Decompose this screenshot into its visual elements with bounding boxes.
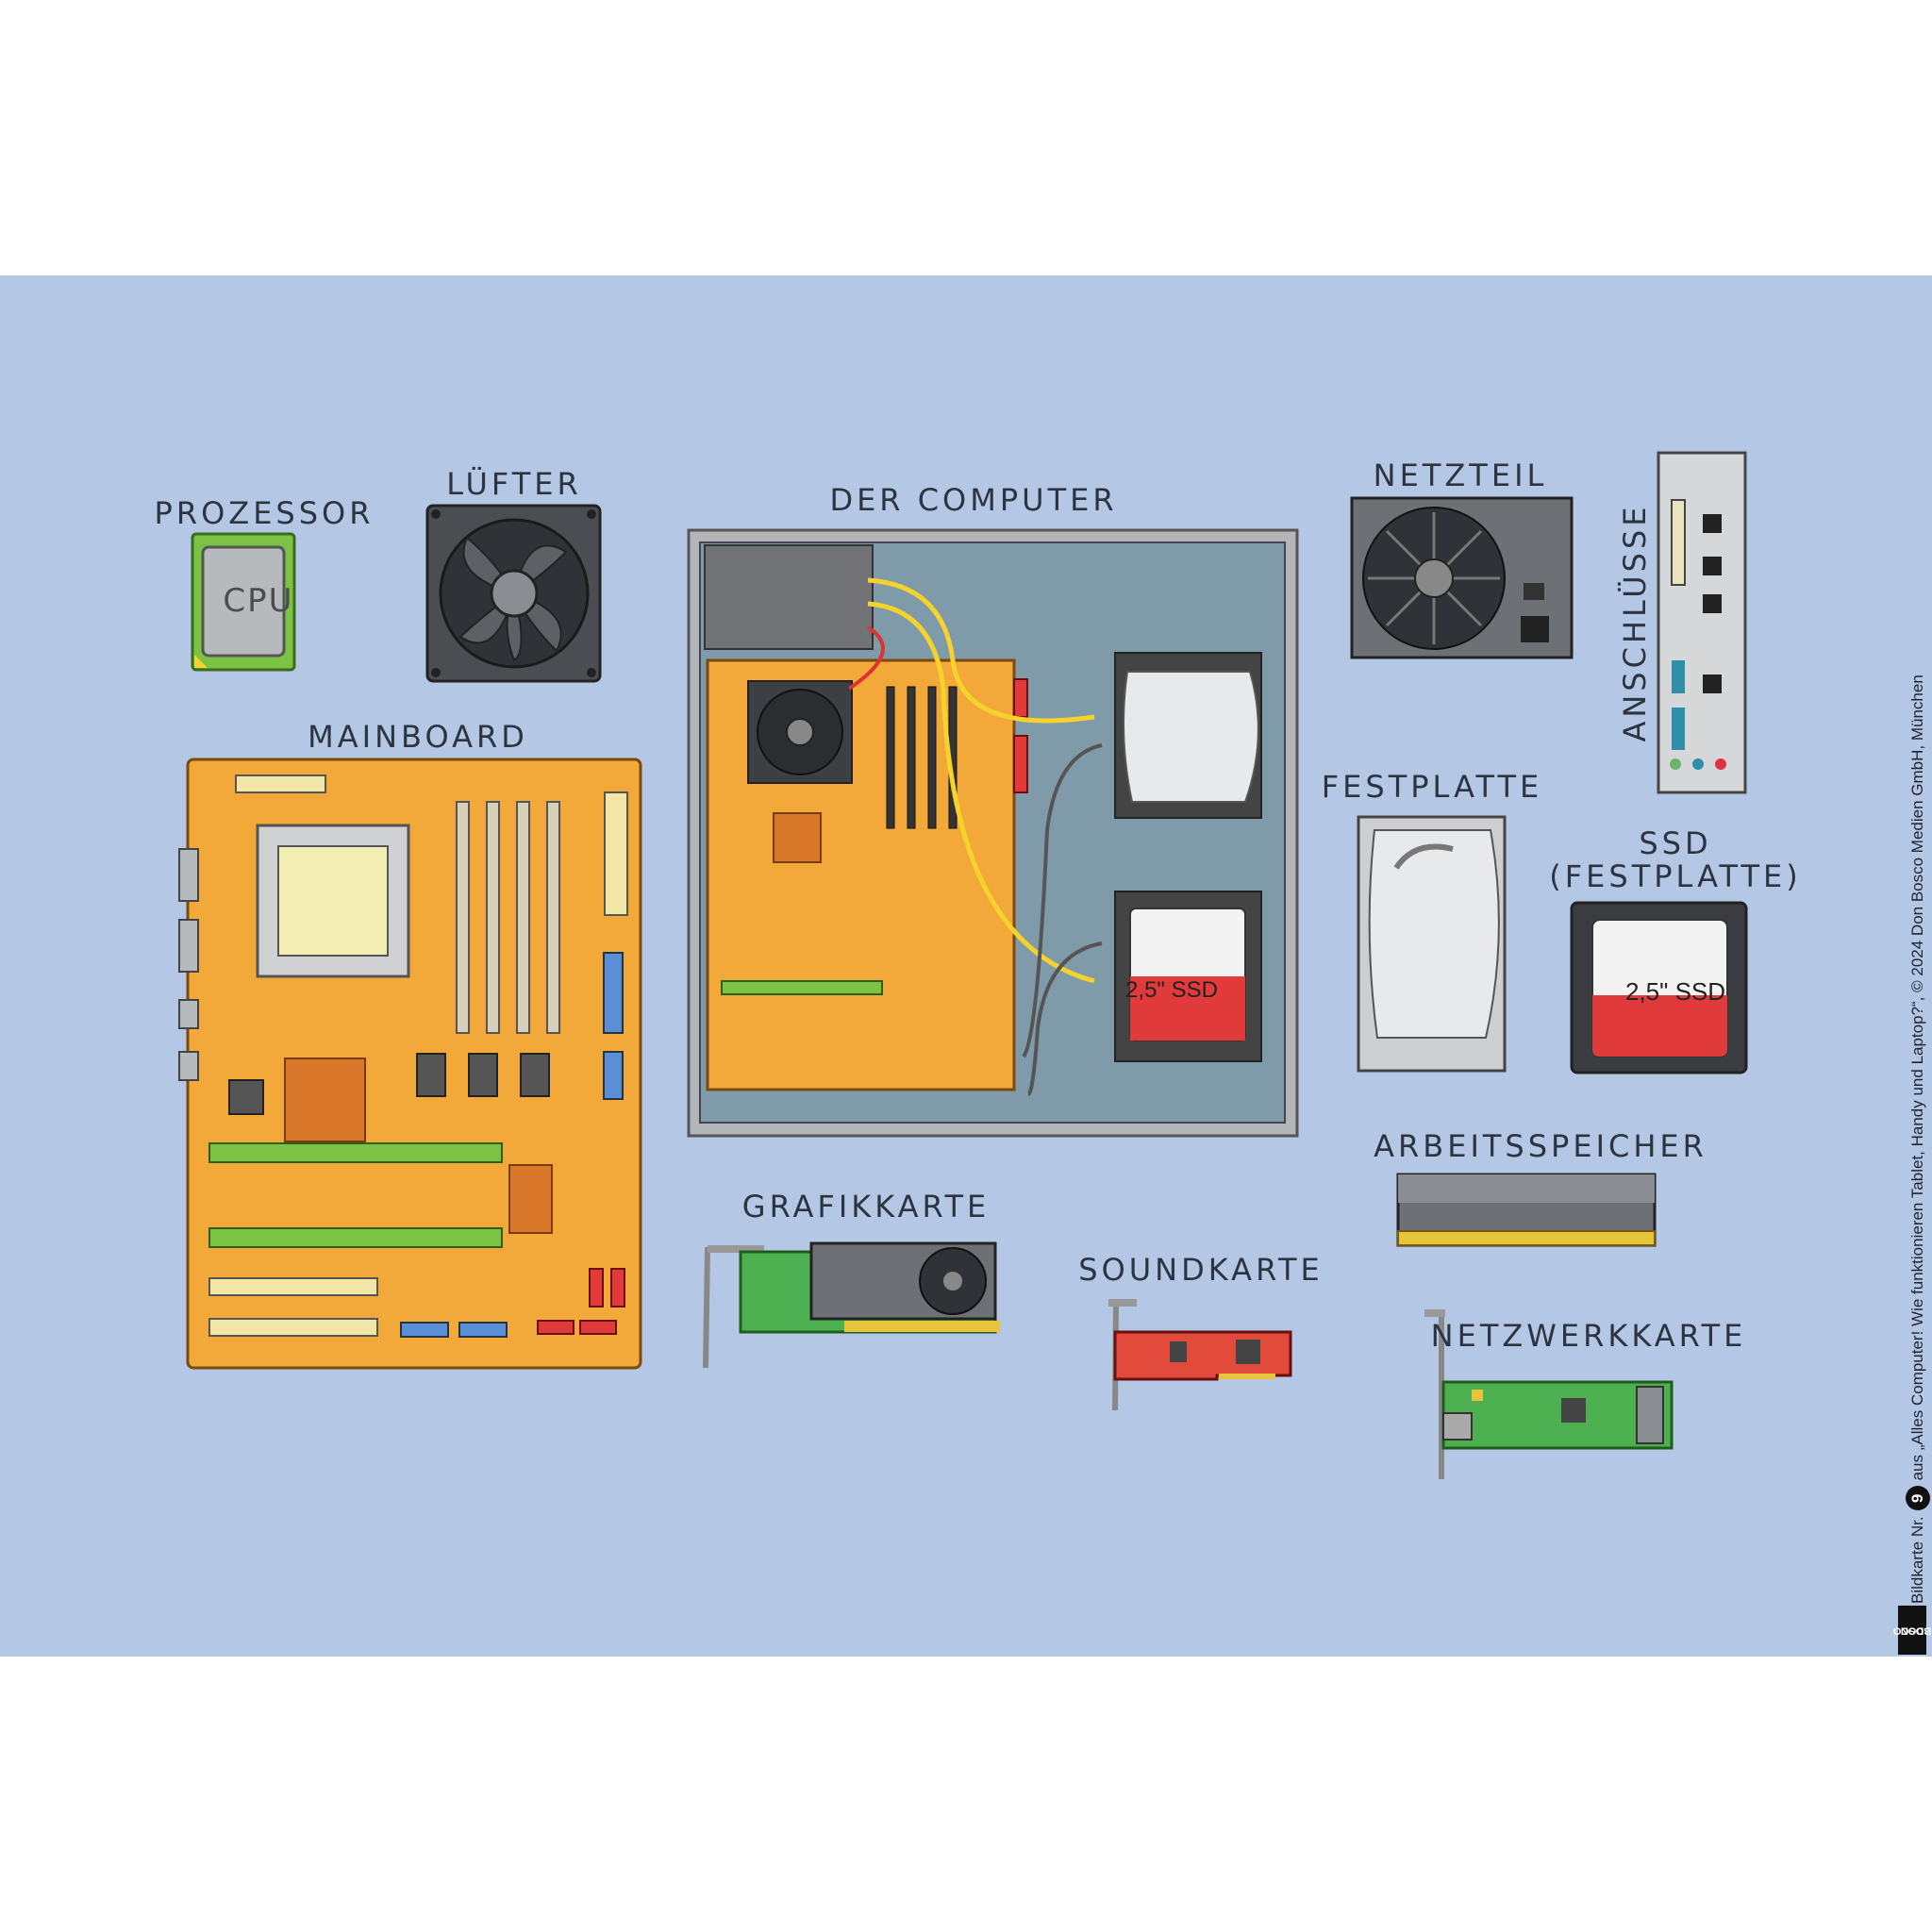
ssd-sticker-text: 2,5" SSD bbox=[1624, 977, 1726, 1006]
label-der-computer: DER COMPUTER bbox=[829, 482, 1118, 518]
ssd-icon bbox=[1570, 901, 1748, 1074]
credit-prefix: Bildkarte Nr. bbox=[1908, 1516, 1926, 1604]
cpu-chip-icon bbox=[191, 532, 296, 672]
label-ssd-festplatte: (FESTPLATTE) bbox=[1549, 858, 1802, 894]
power-supply-icon bbox=[1350, 496, 1574, 659]
computer-case-icon bbox=[687, 528, 1299, 1138]
label-ssd: SSD bbox=[1639, 825, 1712, 861]
network-card-icon bbox=[1424, 1309, 1674, 1479]
card-number-badge: 9 bbox=[1906, 1486, 1930, 1511]
label-arbeitsspeicher: ARBEITSSPEICHER bbox=[1374, 1128, 1707, 1164]
cpu-chip-text: CPU bbox=[223, 582, 294, 620]
label-soundkarte: SOUNDKARTE bbox=[1078, 1252, 1324, 1288]
credit-text: aus „Alles Computer! Wie funktionieren T… bbox=[1908, 675, 1926, 1481]
label-luefter: LÜFTER bbox=[446, 466, 582, 502]
sound-card-icon bbox=[1108, 1299, 1292, 1411]
hard-drive-icon bbox=[1357, 815, 1507, 1073]
label-festplatte: FESTPLATTE bbox=[1321, 769, 1543, 805]
io-ports-panel-icon bbox=[1657, 451, 1747, 794]
graphics-card-icon bbox=[703, 1241, 1000, 1369]
ram-module-icon bbox=[1396, 1173, 1657, 1247]
ssd-sticker-text-case: 2,5" SSD bbox=[1125, 977, 1218, 1003]
label-mainboard: MAINBOARD bbox=[308, 719, 528, 755]
label-prozessor: PROZESSOR bbox=[154, 495, 375, 531]
logo-line-2: BOSCO bbox=[1892, 1624, 1932, 1637]
credit-line: Bildkarte Nr. 9 aus „Alles Computer! Wie… bbox=[1906, 675, 1930, 1604]
label-anschluesse: ANSCHLÜSSE bbox=[1617, 503, 1653, 742]
fan-icon bbox=[425, 504, 602, 683]
mainboard-icon bbox=[178, 758, 642, 1370]
label-netzwerkkarte: NETZWERKKARTE bbox=[1430, 1318, 1747, 1354]
label-grafikkarte: GRAFIKKARTE bbox=[741, 1189, 991, 1224]
label-netzteil: NETZTEIL bbox=[1373, 458, 1548, 493]
